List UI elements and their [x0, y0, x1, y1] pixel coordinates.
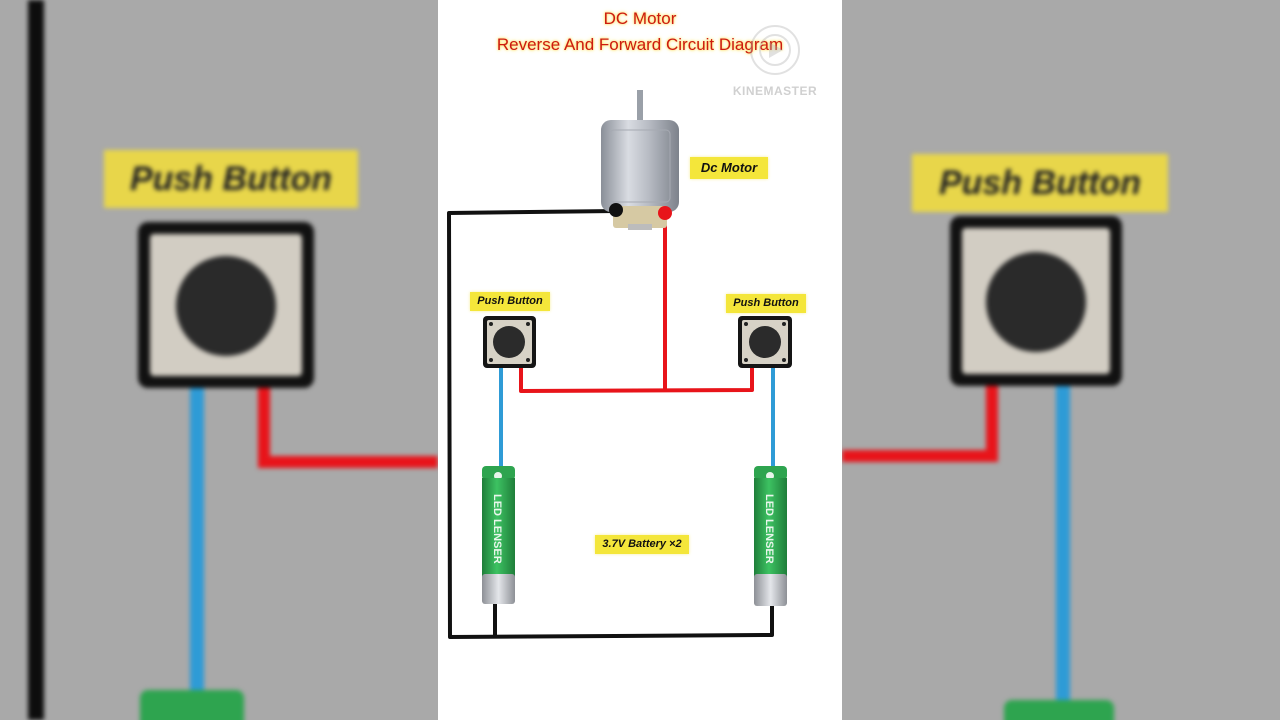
zoomed-battery-top [140, 690, 244, 720]
title-line-1: DC Motor [603, 9, 677, 28]
battery-label: 3.7V Battery ×2 [595, 535, 689, 554]
dc-motor-label: Dc Motor [690, 157, 768, 179]
battery-left-icon: LED LENSER [482, 466, 515, 604]
zoomed-label-box: Push Button [912, 154, 1168, 212]
dc-motor-icon [601, 90, 679, 230]
motor-positive-terminal [658, 206, 672, 220]
blurred-right-panel: Push Button [842, 0, 1280, 720]
red-wire-zoomed-horizontal [842, 450, 998, 462]
title-line-2: Reverse And Forward Circuit Diagram [496, 35, 784, 54]
battery-right-icon: LED LENSER [754, 466, 787, 606]
zoomed-push-button [950, 216, 1122, 386]
push-button-right-icon [738, 316, 792, 368]
diagram-title-block: DC Motor Reverse And Forward Circuit Dia… [438, 6, 842, 58]
zoomed-push-button-label: Push Button [129, 160, 333, 198]
circuit-diagram-panel: DC Motor Reverse And Forward Circuit Dia… [438, 0, 842, 720]
black-wire-zoomed [28, 0, 44, 720]
zoomed-label-box: Push Button [104, 150, 358, 208]
zoomed-battery-top [1004, 700, 1114, 720]
battery-brand-text: LED LENSER [763, 494, 775, 564]
black-wire [447, 209, 774, 639]
circuit-svg: LED LENSER LED LENSER [447, 90, 792, 639]
blue-wire-zoomed [1056, 386, 1070, 720]
push-button-right-label: Push Button [726, 294, 806, 313]
red-wire-zoomed-vertical [986, 386, 998, 462]
zoomed-push-button-label: Push Button [938, 164, 1142, 202]
watermark-text: KINEMASTER [732, 84, 818, 98]
kinemaster-logo-icon [750, 25, 800, 75]
blurred-left-panel: Push Button [0, 0, 438, 720]
red-wire-zoomed-horizontal [258, 456, 438, 468]
motor-negative-terminal [609, 203, 623, 217]
push-button-left-icon [483, 316, 536, 368]
blue-wire [499, 368, 775, 470]
push-button-left-label: Push Button [470, 292, 550, 311]
blue-wire-zoomed [190, 388, 204, 720]
red-wire-zoomed-vertical [258, 388, 270, 468]
zoomed-push-button [138, 222, 314, 388]
kinemaster-watermark: KINEMASTER [720, 20, 830, 104]
red-wire [519, 214, 754, 393]
battery-brand-text: LED LENSER [491, 494, 503, 564]
